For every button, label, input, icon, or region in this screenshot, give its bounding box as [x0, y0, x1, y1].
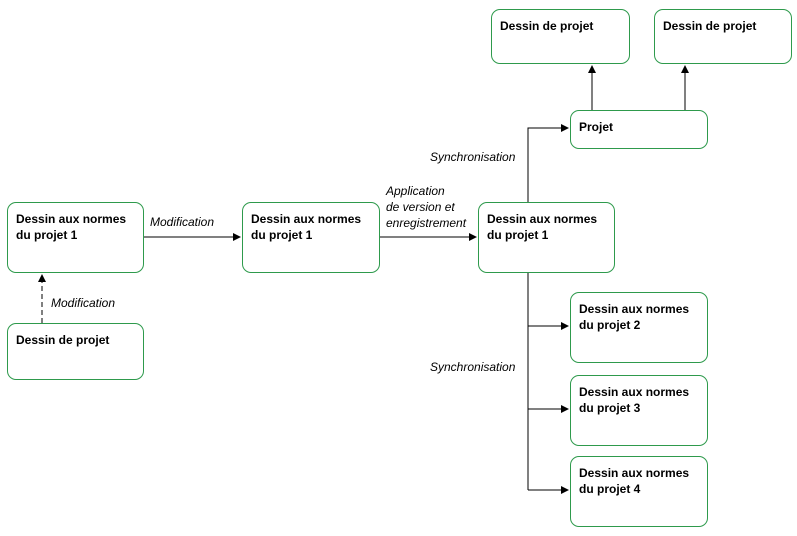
node-dessin-normes-versioned: Dessin aux normes du projet 1: [478, 202, 615, 273]
label-modification-dashed: Modification: [51, 296, 116, 310]
node-dessin-normes-middle: Dessin aux normes du projet 1: [242, 202, 380, 273]
label-application-3: enregistrement: [386, 216, 467, 230]
label-application-2: de version et: [386, 200, 455, 214]
label-modification: Modification: [150, 215, 215, 229]
label-synchronisation-top: Synchronisation: [430, 150, 516, 164]
label-synchronisation-bottom: Synchronisation: [430, 360, 516, 374]
node-projet: Projet: [570, 110, 708, 149]
node-dessin-normes-projet-4: Dessin aux normes du projet 4: [570, 456, 708, 527]
node-dessin-projet-top-2: Dessin de projet: [654, 9, 792, 64]
node-dessin-normes-projet-3: Dessin aux normes du projet 3: [570, 375, 708, 446]
node-dessin-normes-left: Dessin aux normes du projet 1: [7, 202, 144, 273]
node-dessin-projet-top-1: Dessin de projet: [491, 9, 630, 64]
label-application-1: Application: [386, 184, 445, 198]
edge-sync-projet: [527, 124, 569, 203]
node-dessin-normes-projet-2: Dessin aux normes du projet 2: [570, 292, 708, 363]
node-dessin-projet-left: Dessin de projet: [7, 323, 144, 380]
